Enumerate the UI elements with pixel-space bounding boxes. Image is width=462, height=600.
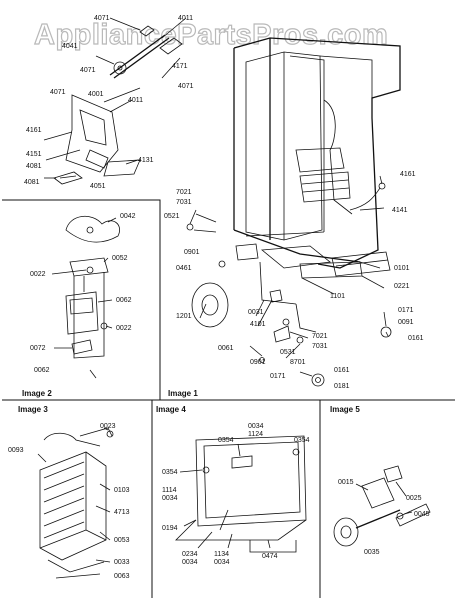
panel-label-image1: Image 1 [168,389,198,398]
part-label: 4161 [26,127,42,134]
part-label: 4051 [90,183,106,190]
part-label: 0034 [162,495,178,502]
part-label: 0103 [114,487,130,494]
part-label: 0045 [414,511,430,518]
damper-assembly-drawing [53,25,183,185]
part-label: 0025 [406,495,422,502]
part-label: 0023 [100,423,116,430]
part-label: 0034 [214,559,230,566]
part-label: 0091 [398,319,414,326]
part-label: 0461 [176,265,192,272]
part-label: 0521 [164,213,180,220]
part-label: 0062 [34,367,50,374]
part-label: 4071 [178,83,194,90]
part-label: 0015 [338,479,354,486]
part-label: 0161 [334,367,350,374]
part-label: 0354 [162,469,178,476]
part-label: 4713 [114,509,130,516]
part-label: 1114 [162,487,177,494]
part-label: 1201 [176,313,192,320]
part-label: 0033 [114,559,130,566]
part-label: 4131 [138,157,154,164]
part-label: 0901 [184,249,200,256]
part-label: 0474 [262,553,278,560]
panel-label-image5: Image 5 [330,405,360,414]
part-label: 0171 [270,373,286,380]
part-label: 7021 [312,333,328,340]
part-label: 0093 [8,447,24,454]
part-label: 0053 [114,537,130,544]
part-label: 4081 [24,179,40,186]
part-label: 4101 [250,321,266,328]
part-label: 4161 [400,171,416,178]
cabinet-drawing [186,37,401,387]
part-label: 7031 [176,199,192,206]
part-label: 8701 [290,359,306,366]
panel-label-image2: Image 2 [22,389,52,398]
part-label: 4041 [62,43,78,50]
part-label: 4141 [392,207,408,214]
watermark-text: AppliancePartsPros.com [34,19,388,51]
part-label: 4011 [128,97,143,104]
part-label: 0181 [334,383,350,390]
image4-drawing [175,435,307,553]
part-label: 0354 [218,437,234,444]
part-label: 4171 [172,63,188,70]
part-label: 7031 [312,343,328,350]
part-label: 1124 [248,431,263,438]
part-label: 0022 [116,325,132,332]
image3-drawing [39,427,114,579]
part-label: 7021 [176,189,192,196]
part-label: 0531 [280,349,296,356]
leader-lines [37,17,413,563]
part-label: 0194 [162,525,178,532]
image2-drawing [65,216,120,379]
part-label: 1101 [330,293,345,300]
panel-label-image3: Image 3 [18,405,48,414]
part-label: 4071 [50,89,66,96]
part-label: 0072 [30,345,46,352]
part-label: 0901 [250,359,266,366]
part-label: 0035 [364,549,380,556]
part-label: 0022 [30,271,46,278]
part-label: 4071 [80,67,96,74]
part-label: 0063 [114,573,130,580]
part-label: 0171 [398,307,414,314]
part-label: 0161 [408,335,424,342]
part-label: 0034 [182,559,198,566]
image5-drawing [333,465,431,547]
part-label: 1134 [214,551,229,558]
part-label: 0034 [248,423,264,430]
part-label: 4001 [88,91,104,98]
panel-frames [2,199,455,598]
part-label: 0234 [182,551,198,558]
part-labels: 4071 4011 4041 4071 4171 4071 4071 4001 … [8,15,430,580]
part-label: 4071 [94,15,110,22]
part-label: 4081 [26,163,42,170]
part-label: 4011 [178,15,193,22]
evaporator-fins [43,461,85,539]
part-label: 0042 [120,213,136,220]
part-label: 4151 [26,151,42,158]
part-label: 0062 [116,297,132,304]
part-label: 0221 [394,283,410,290]
part-label: 0061 [218,345,234,352]
panel-label-image4: Image 4 [156,405,186,414]
part-label: 0052 [112,255,128,262]
part-label: 0031 [248,309,264,316]
part-label: 0101 [394,265,410,272]
part-label: 0354 [294,437,310,444]
